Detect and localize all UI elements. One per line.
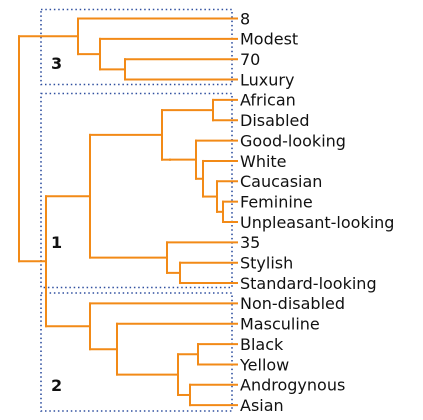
cluster-label: 3 <box>51 54 62 73</box>
dendrogram-branches <box>18 17 238 407</box>
leaf-label: Unpleasant-looking <box>240 213 394 232</box>
leaf-label: Black <box>240 335 284 354</box>
leaf-label: Modest <box>240 30 298 49</box>
leaf-label: Androgynous <box>240 376 345 395</box>
leaf-label: Non-disabled <box>240 294 345 313</box>
cluster-box <box>40 8 233 86</box>
cluster-labels: 3 1 2 <box>51 54 62 395</box>
leaf-label: Standard-looking <box>240 274 377 293</box>
cluster-box <box>40 292 233 412</box>
leaf-label: Caucasian <box>240 172 322 191</box>
leaf-label: Disabled <box>240 111 310 130</box>
leaf-label: 8 <box>240 9 250 28</box>
leaf-label: Stylish <box>240 254 293 273</box>
leaf-label: Asian <box>240 396 284 415</box>
cluster-box <box>40 92 233 289</box>
leaf-label: 35 <box>240 233 260 252</box>
leaf-labels: 8 Modest 70 Luxury African Disabled Good… <box>239 9 394 415</box>
cluster-label: 2 <box>51 376 62 395</box>
leaf-label: Feminine <box>240 192 313 211</box>
leaf-label: White <box>240 152 287 171</box>
leaf-label: Good-looking <box>240 131 346 150</box>
leaf-label: 70 <box>240 50 260 69</box>
leaf-label: Yellow <box>239 355 289 374</box>
cluster-label: 1 <box>51 233 62 252</box>
leaf-label: African <box>240 91 296 110</box>
cluster-boxes <box>40 8 233 412</box>
leaf-label: Luxury <box>240 70 294 89</box>
leaf-label: Masculine <box>240 315 320 334</box>
